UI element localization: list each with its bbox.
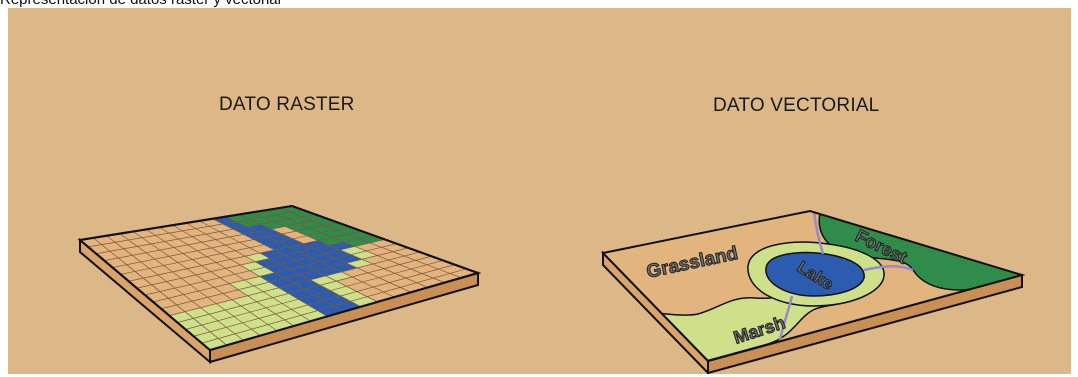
raster-map — [80, 206, 478, 362]
diagram-canvas: Grassland Forest Lake Marsh — [8, 8, 1071, 374]
figure-panel: DATO RASTER DATO VECTORIAL — [8, 8, 1071, 374]
vector-map: Grassland Forest Lake Marsh — [603, 208, 1022, 373]
